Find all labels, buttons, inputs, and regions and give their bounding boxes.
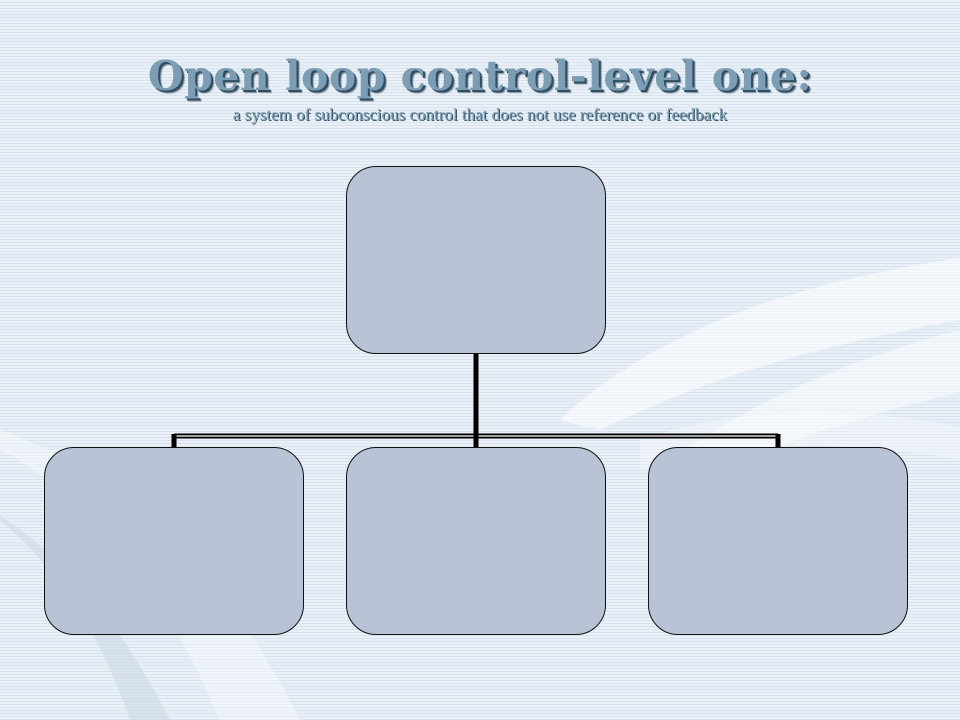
diagram-node-child-1-label	[45, 448, 303, 528]
slide-title: Open loop control-level one:	[147, 52, 813, 100]
diagram-node-root	[346, 166, 606, 354]
diagram-node-child-3-label	[649, 448, 907, 528]
slide-subtitle: a system of subconscious control that do…	[232, 105, 728, 124]
diagram-node-child-2-label	[347, 448, 605, 528]
diagram-node-child-3	[648, 447, 908, 635]
diagram-node-child-2	[346, 447, 606, 635]
diagram-node-root-label	[347, 167, 605, 247]
diagram-node-child-1	[44, 447, 304, 635]
title-block: Open loop control-level one: a system of…	[0, 48, 960, 126]
